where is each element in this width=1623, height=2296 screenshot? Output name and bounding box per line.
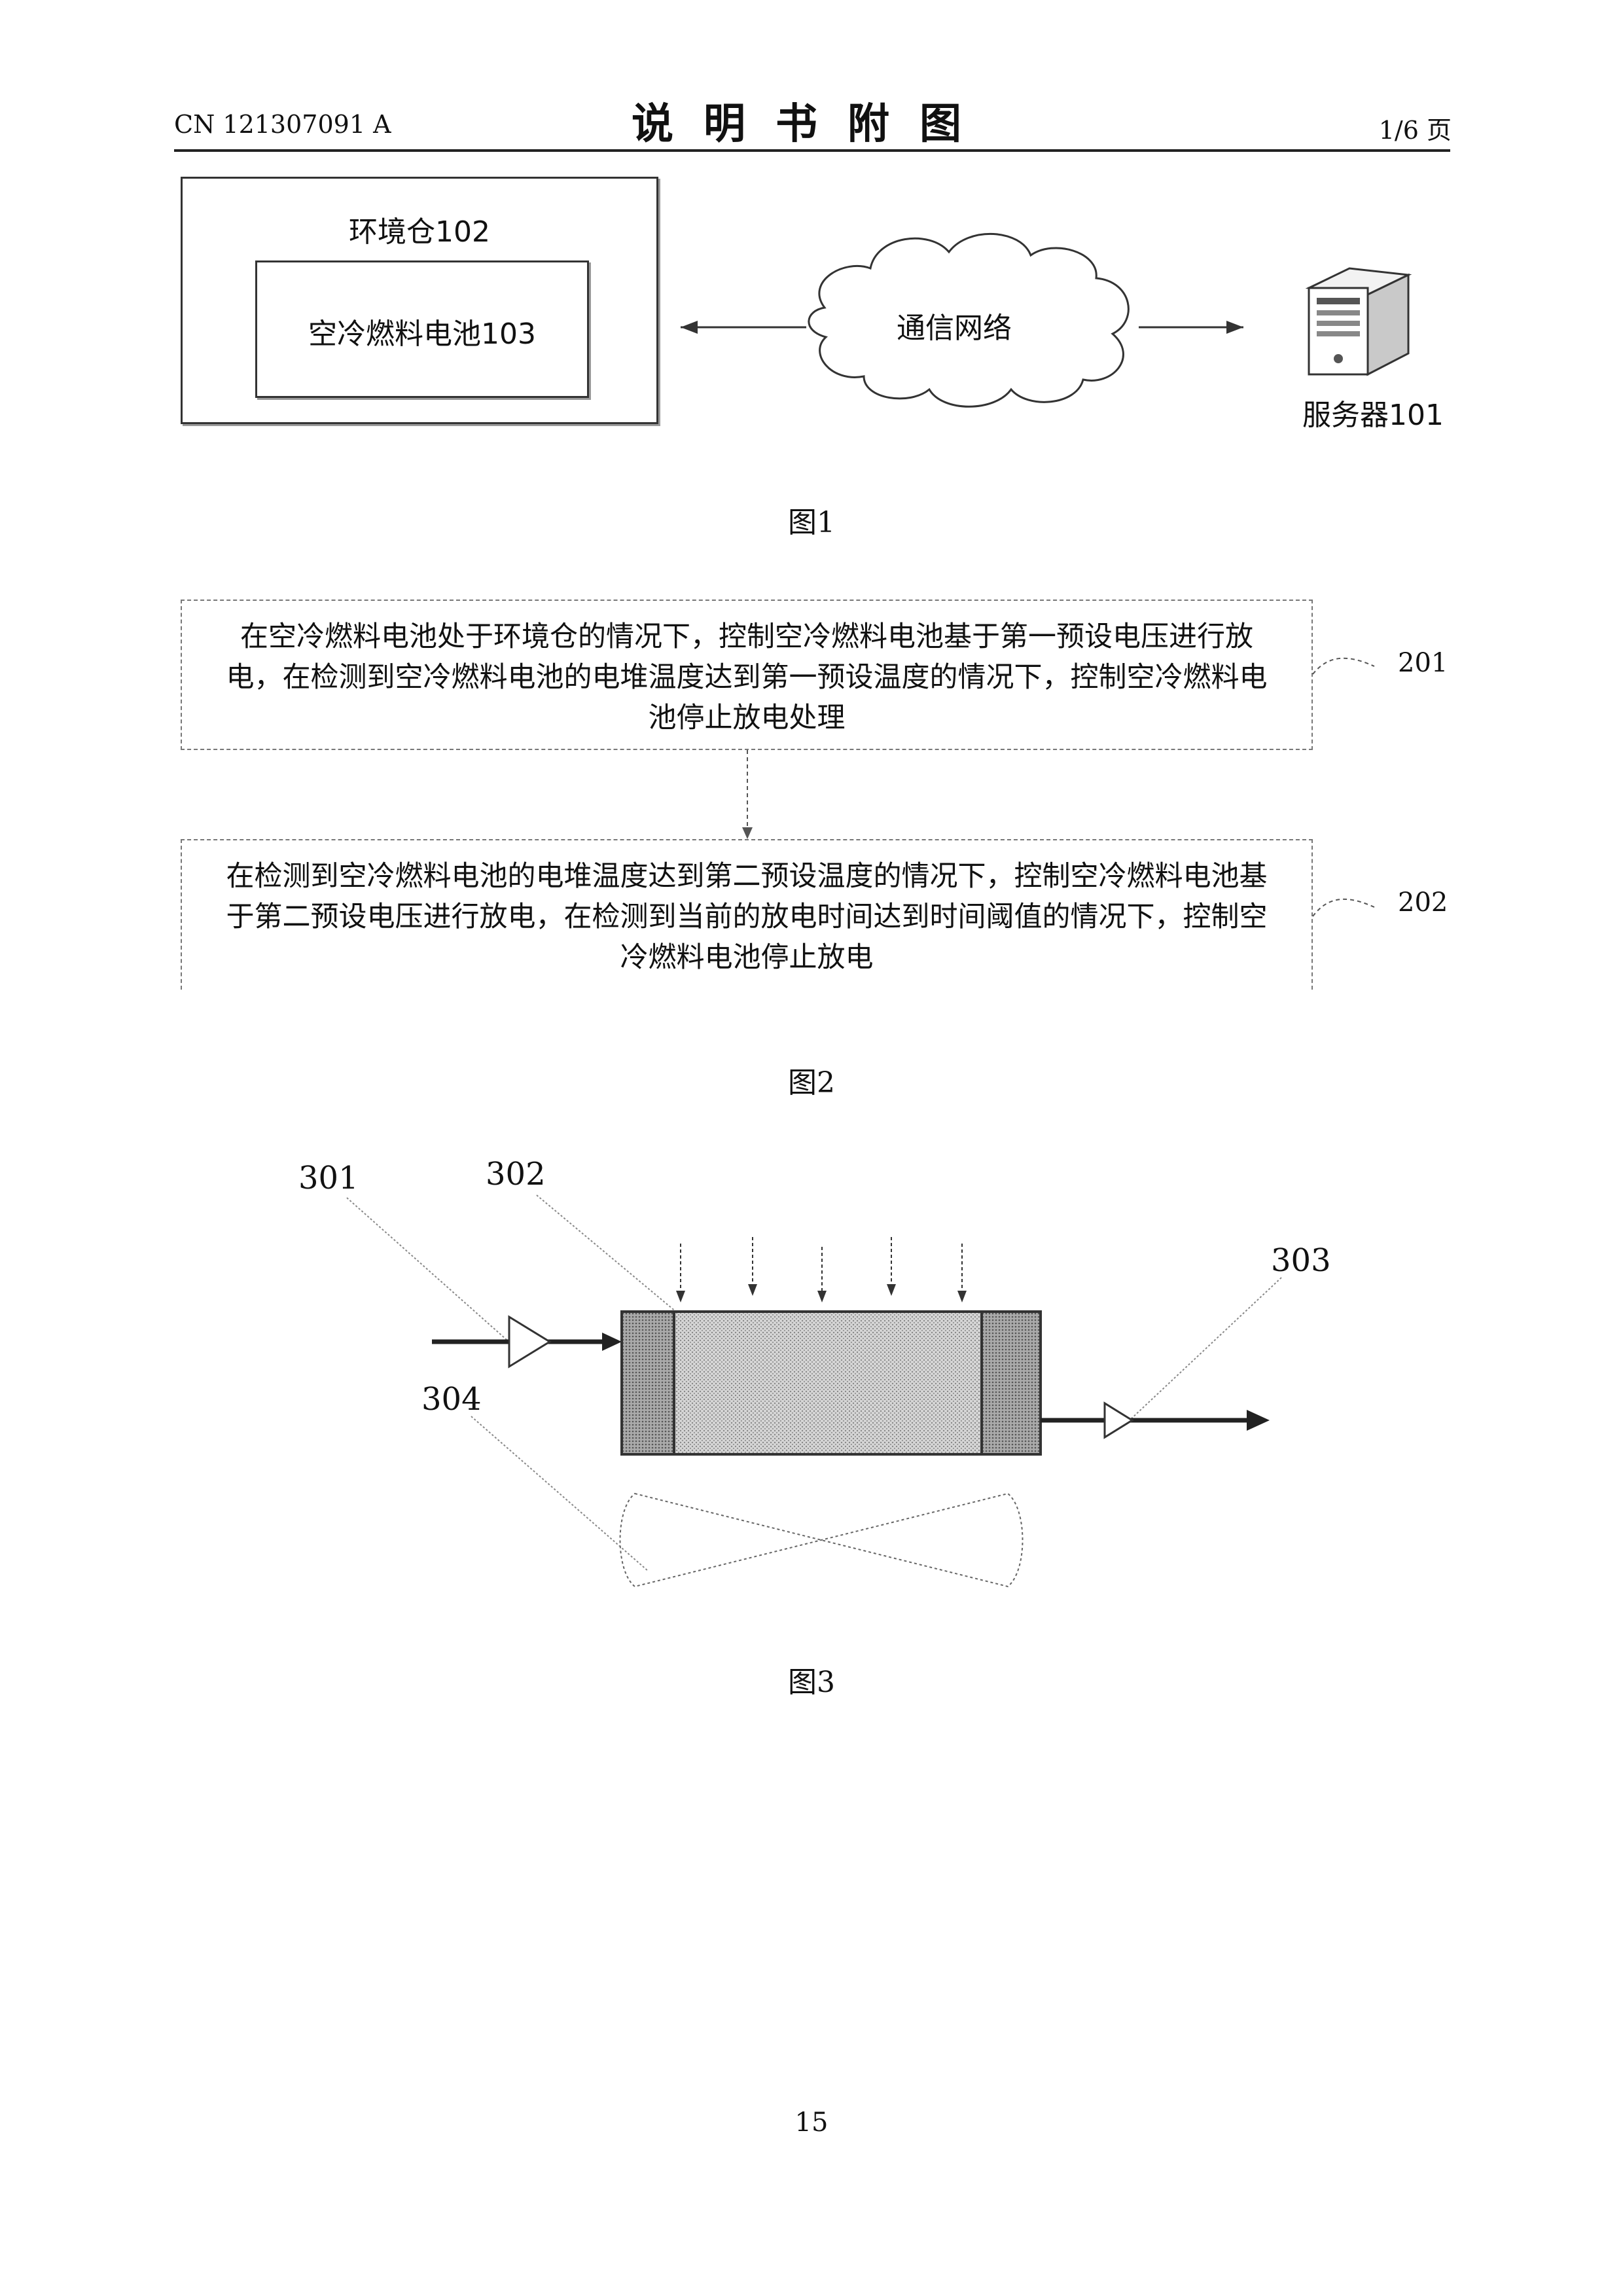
inlet-valve-triangle (509, 1317, 550, 1367)
fuel-cell-stack (622, 1312, 1041, 1454)
leader-302 (537, 1195, 681, 1316)
fan-icon (620, 1494, 1023, 1587)
outlet-valve-triangle (1105, 1403, 1132, 1437)
leader-301 (347, 1198, 524, 1355)
air-flow-arrows (676, 1237, 967, 1302)
figure3-caption: 图3 (0, 1659, 1623, 1700)
leader-303 (1130, 1278, 1281, 1420)
outlet-arrow (1041, 1410, 1270, 1431)
page-number: 15 (0, 2108, 1623, 2138)
